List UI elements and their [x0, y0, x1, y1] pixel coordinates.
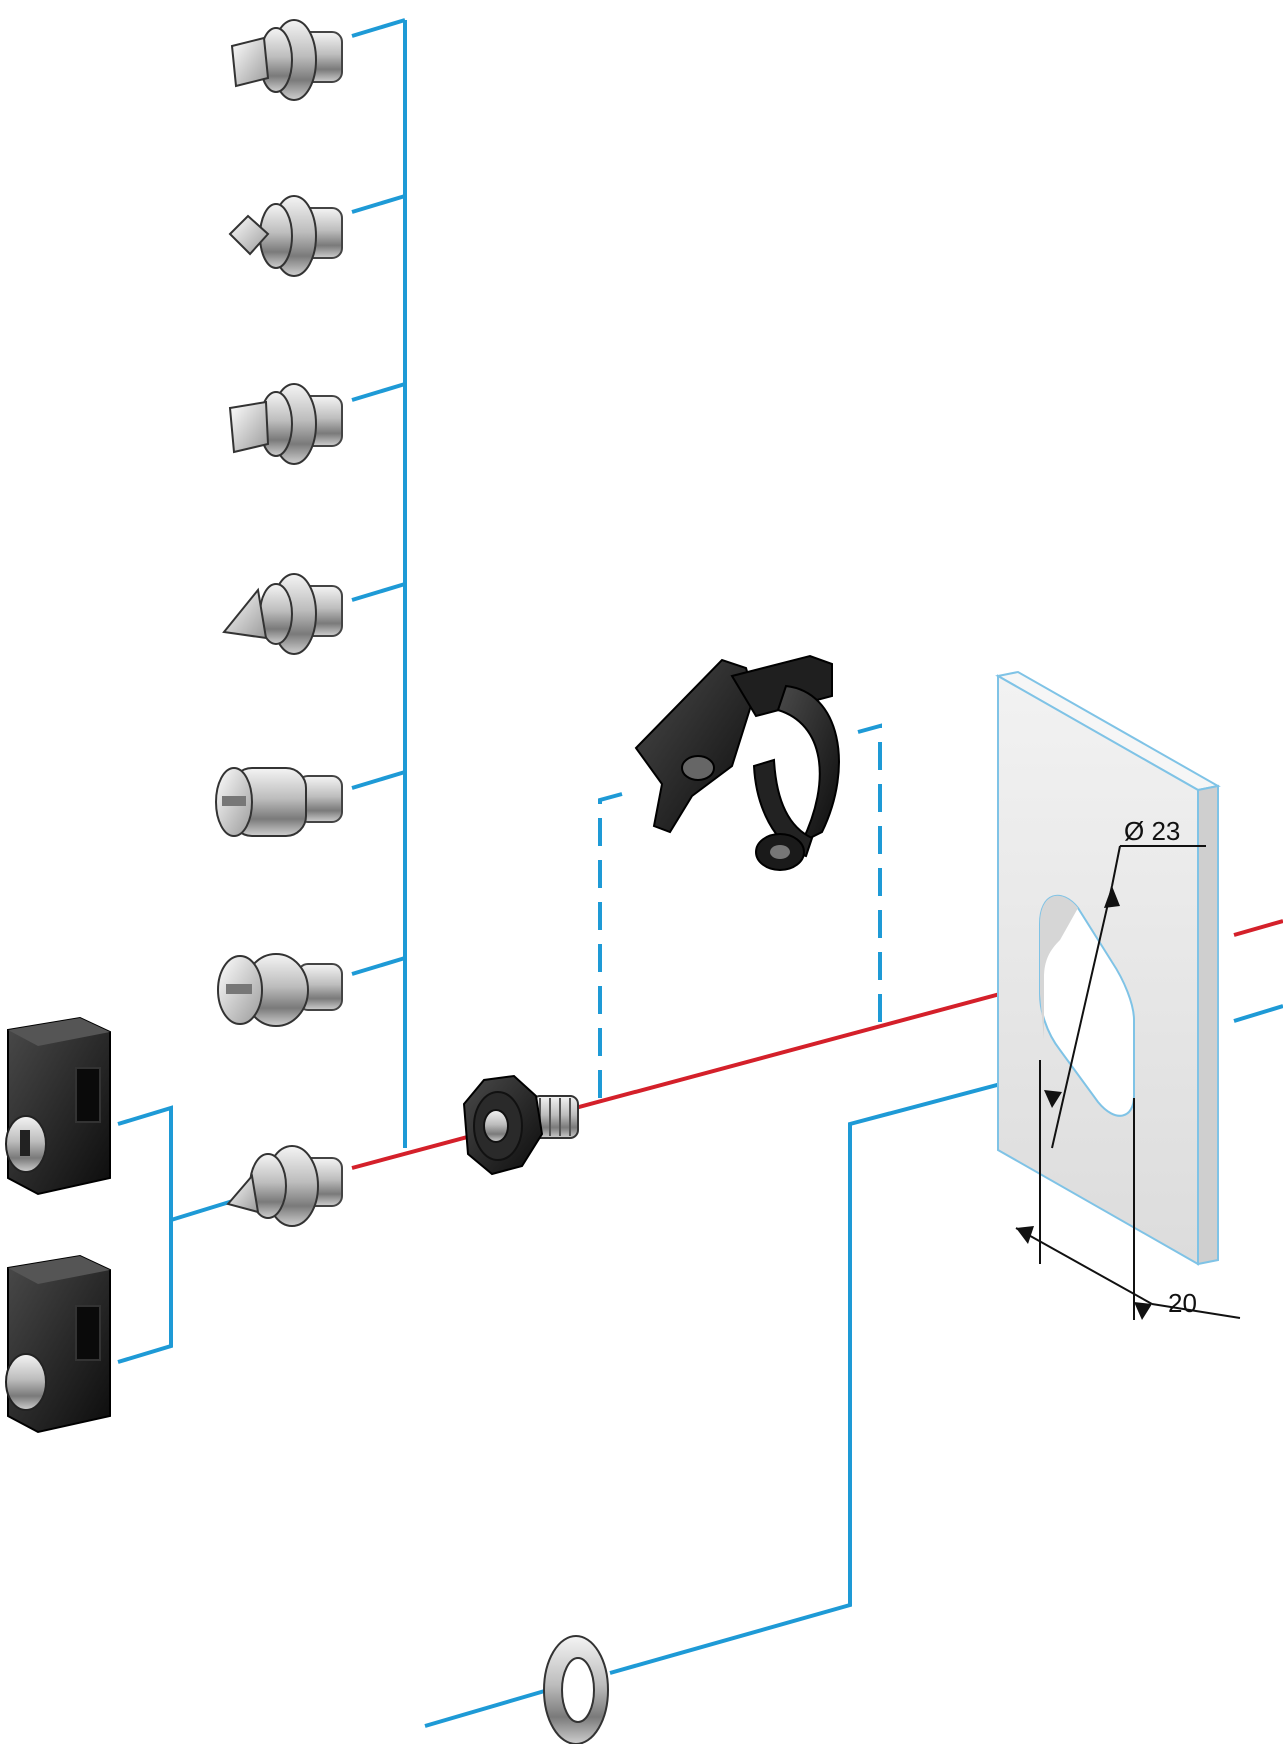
- width-label: 20: [1168, 1288, 1197, 1318]
- lock-body-key: [5, 1016, 111, 1196]
- washer-ring-icon: [543, 1635, 609, 1744]
- insert-4: [222, 573, 343, 655]
- insert-connector-tree: [351, 18, 407, 1148]
- key-lock-body-icon: [5, 1016, 111, 1196]
- triangle-insert-icon: [226, 1145, 343, 1227]
- mounting-clamp-icon: [634, 654, 840, 871]
- insert-6: [217, 953, 343, 1027]
- insert-1: [230, 19, 343, 101]
- insert-2: [228, 195, 343, 277]
- knurled-knob: [462, 1074, 579, 1176]
- washer-connector: [424, 1004, 1283, 1728]
- insert-3: [228, 383, 343, 465]
- dimension-arrows: [1016, 886, 1152, 1320]
- plain-lock-body-icon: [5, 1254, 111, 1434]
- diameter-label: Ø 23: [1124, 816, 1180, 846]
- insert-7: [226, 1145, 343, 1227]
- square-insert-icon: [230, 19, 343, 101]
- clamp-guides: [598, 723, 882, 1098]
- washer: [543, 1635, 609, 1744]
- dimension-lines: [1015, 845, 1241, 1320]
- door-panel-icon: [995, 670, 1221, 1266]
- insert-5: [215, 767, 343, 837]
- door-panel: [995, 670, 1221, 1266]
- slot-insert-icon: [217, 953, 343, 1027]
- square-insert-icon: [228, 383, 343, 465]
- knurled-knob-icon: [462, 1074, 579, 1176]
- square-insert-icon: [228, 195, 343, 277]
- triangle-insert-icon: [222, 573, 343, 655]
- mounting-clamp: [634, 654, 840, 871]
- slot-insert-icon: [215, 767, 343, 837]
- lock-body-plain: [5, 1254, 111, 1434]
- lock-body-connector: [117, 1105, 237, 1364]
